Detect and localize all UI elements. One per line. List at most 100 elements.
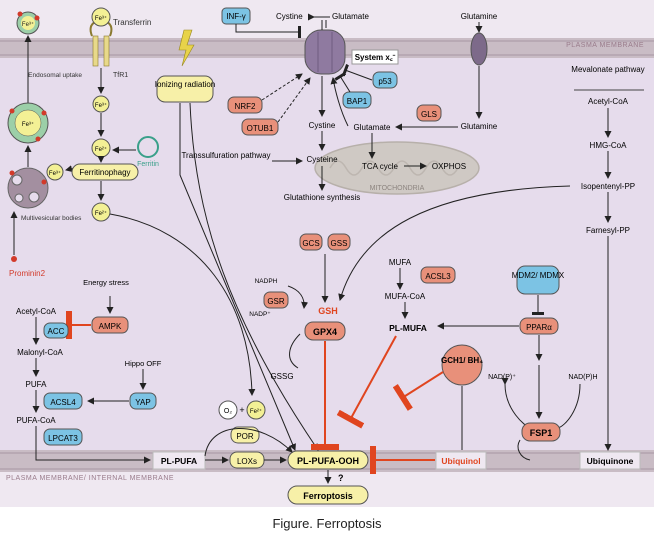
pufa-coa-label: PUFA-CoA — [16, 416, 56, 425]
fe3-vesicle — [46, 163, 64, 181]
fe2-labile — [91, 202, 111, 222]
mufa-coa-label: MUFA-CoA — [385, 292, 426, 301]
fsp1-label: FSP1 — [530, 428, 553, 438]
ampk-label: AMPK — [99, 322, 122, 331]
nadp-right-label: NAD(P)⁺ — [488, 374, 516, 381]
gch1-label: GCH1/ BH₄ — [441, 356, 483, 365]
glutamine-transporter-icon — [470, 32, 488, 66]
acc-label: ACC — [48, 327, 65, 336]
lightning-icon — [178, 29, 195, 67]
fe2-lipid — [246, 400, 266, 420]
system-xc-box — [351, 49, 399, 65]
ppara-label: PPARα — [526, 323, 552, 332]
fe3-endosome — [92, 95, 110, 113]
gsh-label: GSH — [318, 306, 338, 316]
loxs-label: LOXs — [237, 457, 257, 466]
prominin2-label: Prominin2 — [9, 269, 46, 278]
ionizing-radiation-label: Ionizing radiation — [155, 80, 215, 89]
nrf2-label: NRF2 — [235, 102, 256, 111]
svg-text:Fe²⁺: Fe²⁺ — [95, 210, 107, 217]
fe3-transferrin — [91, 7, 111, 27]
p53-label: p53 — [378, 77, 392, 86]
glutamate-mid-label: Glutamate — [354, 123, 391, 132]
o2-circle — [218, 400, 238, 420]
nrf2-box — [227, 96, 263, 114]
ferritin-label: Ferritin — [137, 161, 159, 168]
ubiquinone-box — [579, 451, 641, 470]
glutamine-top-label: Glutamine — [461, 12, 498, 21]
ubiquinol-box — [435, 451, 487, 470]
gch1-circle — [441, 344, 483, 386]
svg-text:Fe²⁺: Fe²⁺ — [95, 146, 107, 153]
gcs-box — [299, 233, 323, 251]
lpcat3-label: LPCAT3 — [48, 434, 78, 443]
acetyl-coa-left-label: Acetyl-CoA — [16, 307, 57, 316]
acsl4-box — [43, 392, 83, 410]
energy-stress-label: Energy stress — [83, 278, 129, 287]
mdm2-label: MDM2/ MDMX — [512, 271, 565, 280]
system-xc-label: System x꜀⁻ — [355, 53, 396, 62]
prominin2-dot — [11, 256, 17, 262]
yap-label: YAP — [135, 398, 150, 407]
gsr-label: GSR — [267, 297, 285, 306]
hmg-coa-label: HMG-CoA — [590, 141, 628, 150]
inf-gamma-label: INF-γ — [226, 12, 246, 21]
system-xc-transporter-icon — [304, 29, 346, 75]
endosomal-uptake-label: Endosomal uptake — [28, 72, 82, 79]
por-box — [230, 426, 260, 444]
plus-sign: + — [239, 405, 244, 415]
plasma-membrane-label: PLASMA MEMBRANE — [566, 42, 644, 49]
gsr-box — [263, 291, 289, 309]
nadph-right-label: NAD(P)H — [568, 374, 597, 381]
oxphos-label: OXPHOS — [432, 162, 466, 171]
fsp1-box — [521, 422, 561, 442]
cysteine-label: Cysteine — [306, 155, 338, 164]
pl-mufa-label: PL-MUFA — [389, 323, 427, 333]
acsl4-label: ACSL4 — [50, 398, 76, 407]
gss-box — [327, 233, 351, 251]
acsl3-label: ACSL3 — [425, 272, 451, 281]
mevalonate-label: Mevalonate pathway — [571, 65, 644, 74]
pufa-label: PUFA — [26, 380, 48, 389]
gcs-label: GCS — [302, 239, 319, 248]
nadp-label: NADP⁺ — [249, 311, 271, 318]
question-mark: ? — [338, 473, 344, 483]
pl-pufa-ooh-box — [287, 450, 369, 470]
ferritinophagy-box — [71, 163, 139, 181]
ubiquinol-label: Ubiquinol — [441, 456, 480, 466]
bap1-box — [342, 91, 372, 109]
isopentenyl-label: Isopentenyl-PP — [581, 182, 635, 191]
transferrin-label: Transferrin — [113, 18, 151, 27]
farnesyl-label: Farnesyl-PP — [586, 226, 630, 235]
figure-caption: Figure. Ferroptosis — [272, 516, 382, 531]
glutamine-mid-label: Glutamine — [461, 122, 498, 131]
nadph-label: NADPH — [255, 278, 278, 285]
malonyl-coa-label: Malonyl-CoA — [17, 348, 63, 357]
tca-label: TCA cycle — [362, 162, 399, 171]
gls-box — [416, 104, 442, 122]
pl-pufa-label: PL-PUFA — [161, 456, 197, 466]
ferritinophagy-label: Ferritinophagy — [79, 168, 130, 177]
hippo-off-label: Hippo OFF — [125, 359, 162, 368]
glutamate-top-label: Glutamate — [332, 12, 369, 21]
lpcat3-box — [43, 428, 83, 446]
acetyl-coa-right-label: Acetyl-CoA — [588, 97, 629, 106]
gssg-label: GSSG — [270, 372, 293, 381]
cystine-top-label: Cystine — [276, 12, 303, 21]
ferroptosis-label: Ferroptosis — [303, 491, 353, 501]
otub1-label: OTUB1 — [247, 124, 274, 133]
internal-membrane-label: PLASMA MEMBRANE/ INTERNAL MEMBRANE — [6, 475, 174, 482]
svg-text:Fe³⁺: Fe³⁺ — [22, 121, 34, 128]
ppara-box — [519, 317, 559, 335]
svg-text:O₂: O₂ — [224, 408, 232, 415]
p53-box — [372, 71, 398, 89]
mdm2-box — [516, 265, 560, 295]
bap1-label: BAP1 — [347, 97, 368, 106]
svg-text:Fe³⁺: Fe³⁺ — [49, 170, 61, 177]
gls-label: GLS — [421, 110, 437, 119]
tfr1-label: TfR1 — [113, 72, 128, 79]
svg-text:Fe²⁺: Fe²⁺ — [250, 408, 262, 415]
svg-text:Fe³⁺: Fe³⁺ — [95, 15, 107, 22]
cystine-mid-label: Cystine — [309, 121, 336, 130]
